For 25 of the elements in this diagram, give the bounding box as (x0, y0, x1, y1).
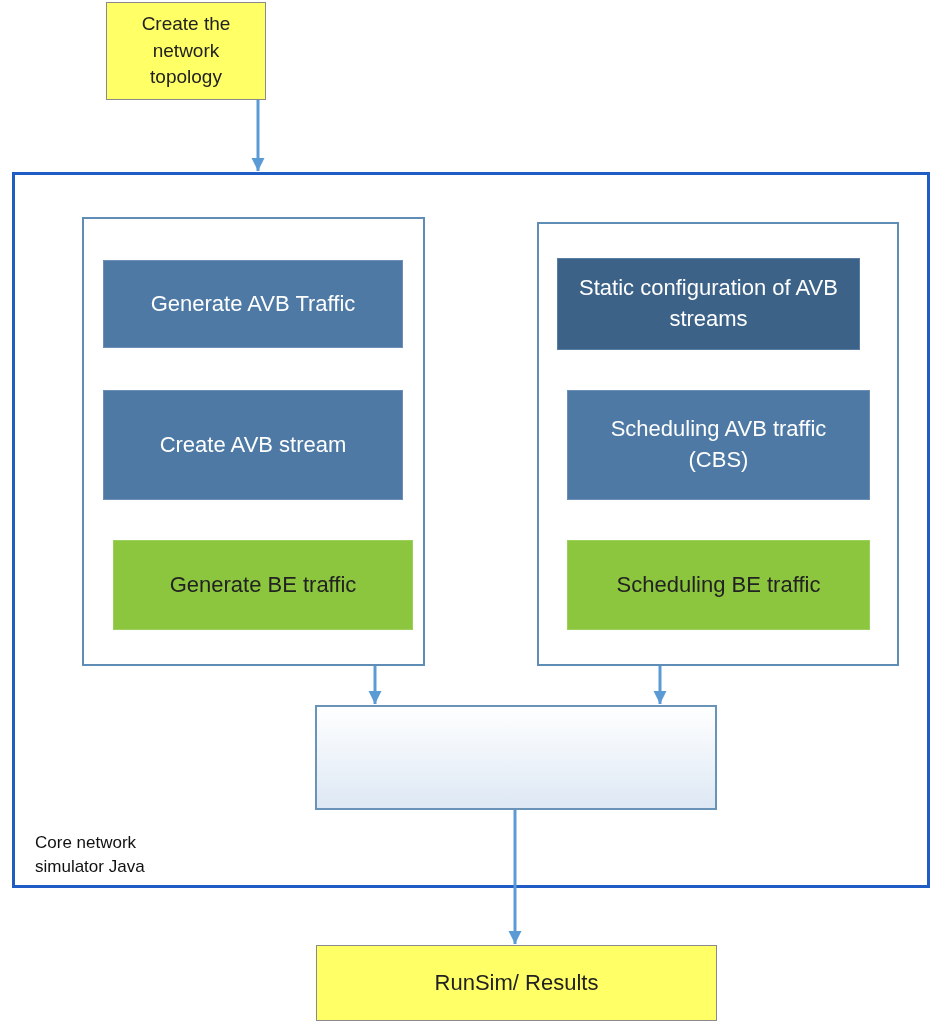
process-box (567, 540, 870, 630)
box-label: Create the network topology (140, 12, 232, 90)
process-box (103, 260, 403, 348)
process-box (103, 390, 403, 500)
box-label: Generate BE traffic (168, 570, 358, 599)
group-panel (537, 222, 899, 666)
process-box (557, 258, 860, 350)
group-frame (12, 172, 930, 888)
process-box (567, 390, 870, 500)
process-box (315, 705, 717, 810)
process-box (113, 540, 413, 630)
arrow (251, 100, 265, 171)
box-label: Scheduling BE traffic (615, 570, 822, 599)
box-label: Generate AVB Traffic (149, 289, 357, 318)
arrow (653, 666, 667, 704)
arrow (368, 666, 382, 704)
arrow (508, 810, 522, 944)
process-box (316, 945, 717, 1021)
box-label: Create AVB stream (158, 430, 348, 459)
process-box (106, 2, 266, 100)
box-label: RunSim/ Results (433, 968, 600, 997)
box-label: Static configuration of AVB streams (578, 274, 839, 333)
group-panel (82, 217, 425, 666)
box-label: Scheduling AVB traffic (CBS) (609, 415, 828, 474)
group-label: Core network simulator Java (34, 832, 146, 879)
